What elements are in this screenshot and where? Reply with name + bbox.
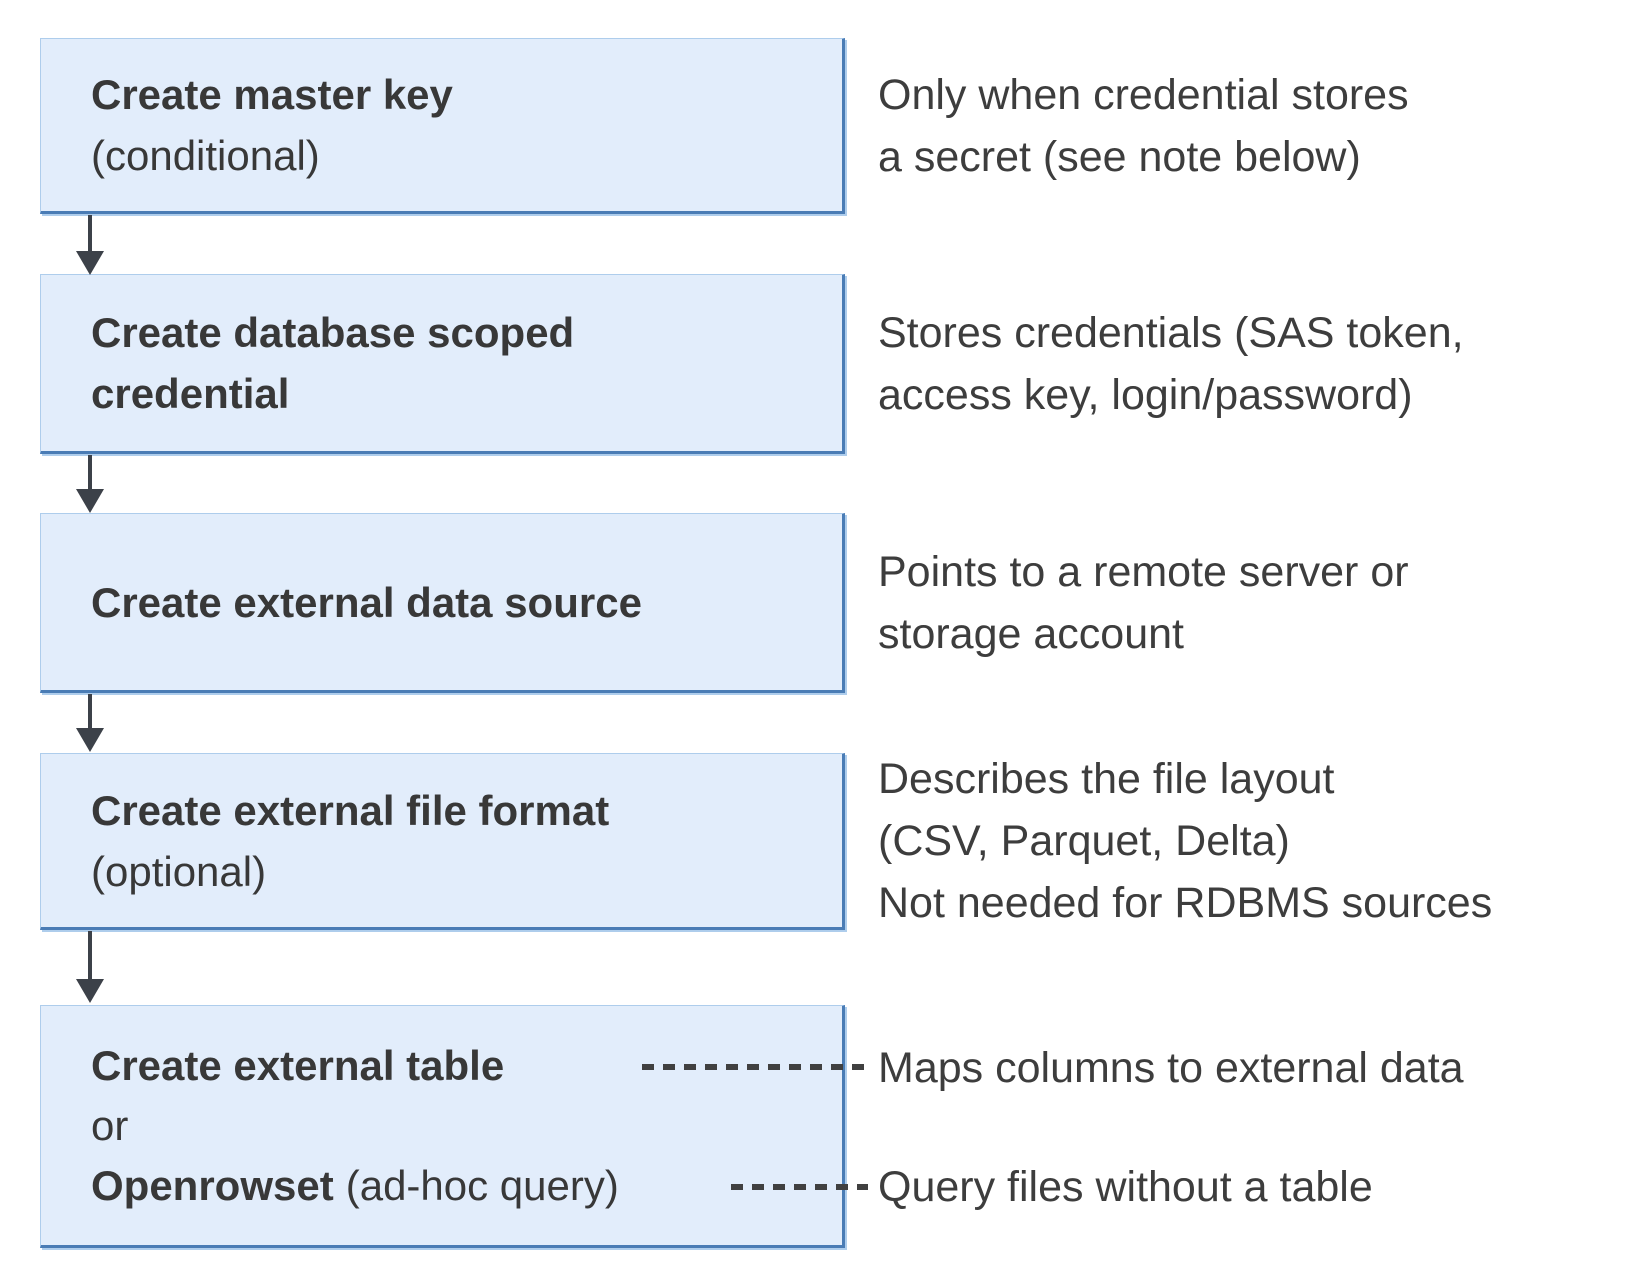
annotation-external-table: Maps columns to external data [878, 1036, 1620, 1100]
step-box-create-master-key: Create master key (conditional) [40, 38, 845, 214]
adhoc-query-label: (ad-hoc query) [345, 1161, 619, 1209]
step-title: Create external file format [91, 786, 610, 834]
annotation-external-file-format: Describes the file layout (CSV, Parquet,… [878, 748, 1620, 934]
down-arrow-line-1 [88, 215, 92, 253]
annotation-line: Maps columns to external data [878, 1044, 1464, 1092]
step-box-create-database-scoped-credential: Create database scoped credential [40, 274, 845, 454]
annotation-line: storage account [878, 610, 1184, 658]
annotation-line: (CSV, Parquet, Delta) [878, 817, 1290, 865]
dashed-connector-openrowset [731, 1184, 868, 1190]
down-arrow-line-4 [88, 931, 92, 981]
down-arrow-head-icon [76, 251, 104, 275]
step-qualifier: (conditional) [91, 132, 320, 179]
annotation-master-key: Only when credential stores a secret (se… [878, 38, 1620, 214]
annotation-line: Stores credentials (SAS token, [878, 309, 1464, 357]
step-box-create-external-file-format: Create external file format (optional) [40, 753, 845, 930]
step-title-line3: Openrowset(ad-hoc query) [91, 1156, 822, 1216]
annotation-line: Query files without a table [878, 1163, 1373, 1211]
annotation-line: access key, login/password) [878, 371, 1413, 419]
annotation-database-scoped-credential: Stores credentials (SAS token, access ke… [878, 274, 1620, 454]
down-arrow-line-2 [88, 455, 92, 491]
annotation-line: Not needed for RDBMS sources [878, 879, 1493, 927]
step-or-label: or [91, 1101, 129, 1149]
down-arrow-head-icon [76, 489, 104, 513]
step-title-line1: Create external table [91, 1041, 505, 1089]
down-arrow-head-icon [76, 979, 104, 1003]
down-arrow-head-icon [76, 728, 104, 752]
step-box-create-external-table-or-openrowset: Create external table or Openrowset(ad-h… [40, 1005, 845, 1248]
dashed-connector-external-table [642, 1064, 868, 1070]
step-title: Create external data source [91, 578, 642, 626]
step-qualifier: (optional) [91, 847, 267, 895]
down-arrow-line-3 [88, 694, 92, 730]
step-title: Create master key [91, 71, 453, 118]
annotation-line: Describes the file layout [878, 755, 1335, 803]
annotation-line: Only when credential stores [878, 71, 1409, 119]
annotation-line: Points to a remote server or [878, 548, 1409, 596]
step-title-line2: credential [91, 370, 290, 417]
annotation-line: a secret (see note below) [878, 133, 1361, 181]
openrowset-label: Openrowset [91, 1161, 334, 1209]
step-box-create-external-data-source: Create external data source [40, 513, 845, 693]
annotation-external-data-source: Points to a remote server or storage acc… [878, 513, 1620, 693]
step-title-line1: Create database scoped [91, 309, 575, 356]
annotation-openrowset: Query files without a table [878, 1155, 1620, 1219]
